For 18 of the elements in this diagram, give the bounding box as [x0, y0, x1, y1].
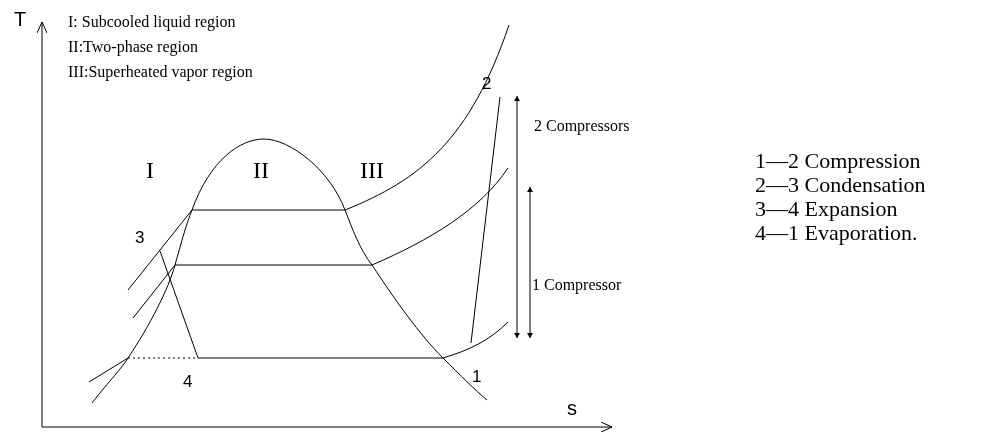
point-label: 3 [135, 229, 145, 246]
region-label: II [253, 158, 269, 182]
point-label: 4 [183, 373, 193, 390]
process-note: 3—4 Expansion [755, 198, 898, 220]
region-note: III:Superheated vapor region [68, 64, 253, 80]
region-label: III [360, 158, 384, 182]
region-note: II:Two-phase region [68, 39, 198, 55]
region-note: I: Subcooled liquid region [68, 14, 236, 30]
range-label: 1 Compressor [532, 277, 622, 293]
point-label: 2 [482, 75, 492, 92]
process-note: 2—3 Condensation [755, 174, 926, 196]
region-label: I [146, 158, 154, 182]
range-label: 2 Compressors [534, 118, 630, 134]
point-label: 1 [472, 368, 482, 385]
axis-label: T [14, 9, 27, 29]
axis-label: s [567, 398, 577, 418]
process-note: 1—2 Compression [755, 150, 921, 172]
process-note: 4—1 Evaporation. [755, 222, 918, 244]
